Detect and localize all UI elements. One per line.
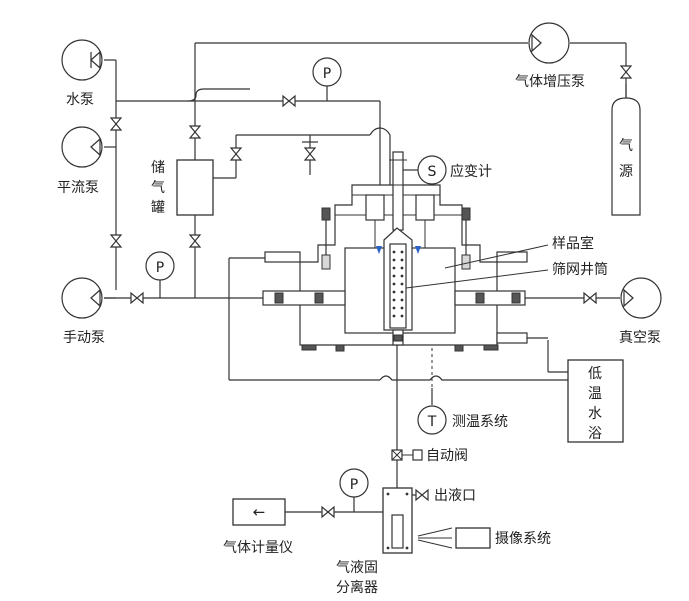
constant-flow-pump-label: 平流泵 [57, 180, 99, 196]
water-pump [61, 39, 103, 81]
auto-valve [391, 449, 423, 461]
water-pump-label: 水泵 [66, 92, 94, 108]
gas-source-label-2: 源 [619, 164, 633, 180]
constant-flow-pump [61, 126, 103, 168]
pressure-gauge-bottom: P [339, 468, 369, 512]
low-temp-bath-label-1: 低 [588, 366, 602, 382]
low-temp-bath-label-3: 水 [588, 406, 602, 422]
screen-holes [392, 250, 404, 318]
svg-text:←: ← [253, 503, 266, 521]
svg-text:T: T [427, 414, 437, 430]
svg-text:P: P [156, 260, 164, 276]
separator-label-1: 气液固 [336, 560, 378, 576]
screen-cylinder-label: 筛网井筒 [552, 261, 608, 278]
separator-label-2: 分离器 [336, 579, 378, 596]
gas-booster-pump [528, 22, 570, 64]
labels: 水泵 平流泵 手动泵 储 气 罐 气体增压泵 气 源 应变计 样品室 筛网井筒 … [57, 74, 661, 596]
low-temp-bath [527, 337, 624, 443]
low-temp-bath-label-4: 浴 [588, 426, 602, 442]
outlet-label: 出液口 [434, 488, 476, 504]
camera-system [417, 527, 491, 549]
low-temp-bath-label-2: 温 [588, 386, 602, 402]
svg-text:P: P [350, 477, 358, 493]
storage-tank [176, 159, 214, 216]
sample-chamber-label: 样品室 [552, 235, 594, 252]
storage-tank-label-1: 储 [151, 160, 165, 176]
gas-meter: ← [232, 498, 286, 526]
pressure-gauge-top: P [312, 57, 342, 101]
auto-valve-label: 自动阀 [426, 448, 468, 464]
camera-system-label: 摄像系统 [495, 531, 551, 547]
pressure-gauge-left: P [145, 251, 175, 298]
vacuum-pump-label: 真空泵 [619, 330, 661, 346]
strain-gauge: S [402, 155, 447, 185]
strain-gauge-label: 应变计 [450, 163, 492, 180]
svg-text:S: S [428, 164, 437, 180]
storage-tank-label-2: 气 [151, 180, 165, 196]
valves [109, 65, 633, 519]
gas-meter-label: 气体计量仪 [223, 540, 293, 556]
gas-booster-pump-label: 气体增压泵 [515, 74, 585, 90]
temperature-sensor: T [417, 405, 447, 435]
gas-source-label-1: 气 [619, 138, 633, 154]
reactor-vessel [262, 151, 549, 352]
storage-tank-label-3: 罐 [151, 200, 165, 216]
temperature-system-label: 测温系统 [452, 414, 508, 430]
manual-pump-label: 手动泵 [63, 330, 105, 346]
gas-source-cylinder [611, 84, 641, 216]
gas-liquid-solid-separator [382, 487, 413, 554]
manual-pump [61, 277, 103, 319]
svg-text:P: P [323, 66, 331, 82]
vacuum-pump [620, 277, 662, 319]
